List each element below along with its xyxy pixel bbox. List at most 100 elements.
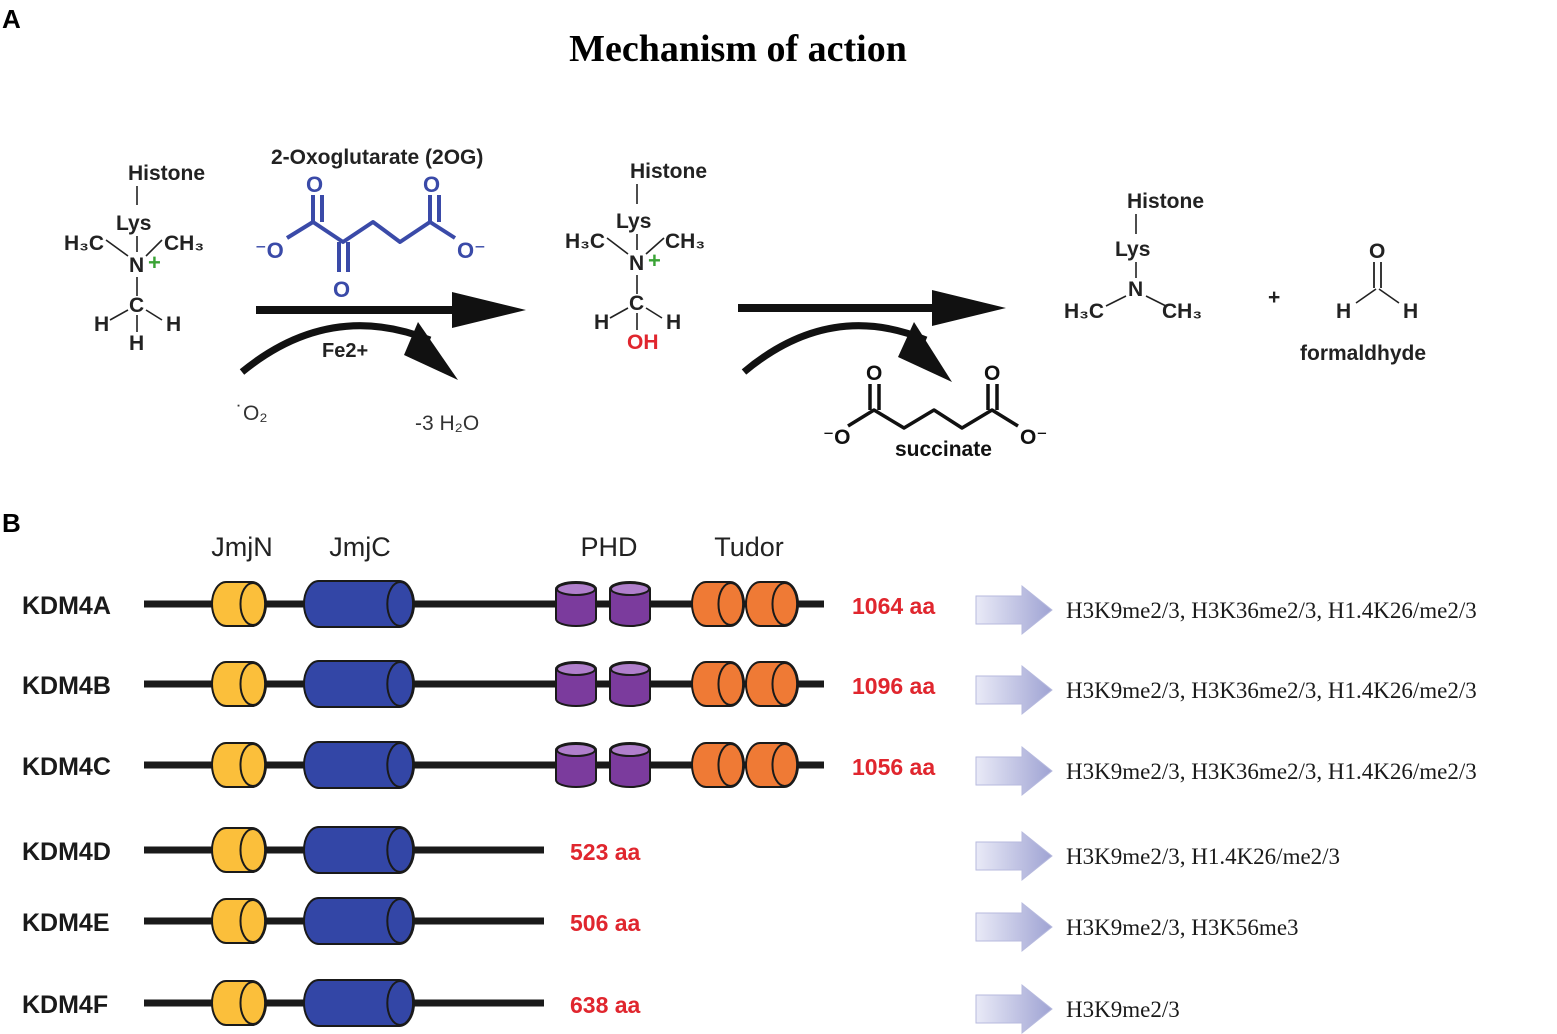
intermediate-histone: Histone bbox=[630, 160, 707, 183]
reactant-lys: Lys bbox=[116, 212, 151, 235]
panel-a-label: A bbox=[2, 4, 21, 34]
phd-domain-1 bbox=[555, 581, 597, 627]
oxoglutarate-o-top-right: O bbox=[423, 172, 440, 197]
substrate-arrow bbox=[975, 664, 1053, 716]
protein-name: KDM4C bbox=[22, 753, 111, 781]
domain-header-tudor: Tudor bbox=[714, 532, 784, 562]
intermediate-oh: OH bbox=[627, 331, 659, 354]
reactant-structure: Histone Lys H₃C CH₃ N + C H H H bbox=[64, 162, 205, 355]
reactant-h-right: H bbox=[166, 313, 181, 336]
substrate-list: H3K9me2/3, H1.4K26/me2/3 bbox=[1066, 844, 1340, 869]
formaldehyde-h-left: H bbox=[1336, 300, 1351, 323]
reaction-metal: Fe2+ bbox=[322, 340, 368, 362]
succinate-structure: O O ⁻O O⁻ succinate bbox=[823, 362, 1047, 461]
reactant-histone: Histone bbox=[128, 162, 205, 185]
substrate-list: H3K9me2/3, H3K36me2/3, H1.4K26/me2/3 bbox=[1066, 759, 1477, 784]
product-lys: Lys bbox=[1115, 238, 1150, 261]
intermediate-plus: + bbox=[648, 248, 661, 273]
jmjn-domain bbox=[211, 827, 267, 873]
jmjn-domain bbox=[211, 980, 267, 1026]
phd-domain-1 bbox=[555, 742, 597, 788]
tudor-domain-1 bbox=[691, 661, 745, 707]
protein-rows: KDM4A 1064 aa H3K9me2/3, H3K36me2/3, H1.4K… bbox=[22, 580, 1477, 1034]
protein-row-kdm4d: KDM4D 523 aa H3K9me2/3, H1.4K26/me2/3 bbox=[22, 826, 1340, 882]
phd-domain-1 bbox=[555, 661, 597, 707]
intermediate-c: C bbox=[629, 292, 644, 315]
substrate-arrow bbox=[975, 901, 1053, 953]
protein-length: 638 aa bbox=[570, 992, 641, 1018]
product-plus: + bbox=[1268, 286, 1280, 309]
oxoglutarate-structure: 2-Oxoglutarate (2OG) O O O ⁻O O⁻ bbox=[255, 146, 486, 302]
intermediate-h-left: H bbox=[594, 311, 609, 334]
reactant-h3c: H₃C bbox=[64, 232, 104, 255]
reactant-c: C bbox=[129, 294, 144, 317]
reactant-h-bottom: H bbox=[129, 332, 144, 355]
intermediate-h-right: H bbox=[666, 311, 681, 334]
reaction-arrow-2 bbox=[738, 290, 1006, 382]
jmjn-domain bbox=[211, 661, 267, 707]
product-structure: Histone Lys N H₃C CH₃ + O H H formaldhyd… bbox=[1064, 190, 1426, 365]
domain-header-phd: PHD bbox=[580, 532, 637, 562]
jmjc-domain bbox=[303, 897, 415, 945]
tudor-domain-1 bbox=[691, 742, 745, 788]
succinate-name: succinate bbox=[895, 438, 992, 461]
oxoglutarate-o-minus-left: ⁻O bbox=[255, 238, 284, 263]
intermediate-h3c: H₃C bbox=[565, 230, 605, 253]
intermediate-structure: Histone Lys H₃C CH₃ N + C H H OH bbox=[565, 160, 707, 354]
jmjc-domain bbox=[303, 826, 415, 874]
jmjc-domain bbox=[303, 979, 415, 1027]
jmjc-domain bbox=[303, 741, 415, 789]
reactant-ch3: CH₃ bbox=[164, 232, 204, 255]
substrate-list: H3K9me2/3 bbox=[1066, 997, 1180, 1022]
protein-length: 523 aa bbox=[570, 839, 641, 865]
jmjc-domain bbox=[303, 580, 415, 628]
reactant-plus: + bbox=[148, 250, 161, 275]
panel-a-title: Mechanism of action bbox=[569, 28, 907, 70]
substrate-arrow bbox=[975, 830, 1053, 882]
intermediate-ch3: CH₃ bbox=[665, 230, 705, 253]
panel-b-label: B bbox=[2, 508, 21, 538]
oxoglutarate-name: 2-Oxoglutarate (2OG) bbox=[271, 146, 483, 169]
protein-length: 1096 aa bbox=[852, 673, 935, 699]
jmjn-domain bbox=[211, 742, 267, 788]
protein-row-kdm4b: KDM4B 1096 aa H3K9me2/3, H3K36me2/3, H1.4K… bbox=[22, 660, 1477, 716]
jmjn-domain bbox=[211, 898, 267, 944]
substrate-list: H3K9me2/3, H3K36me2/3, H1.4K26/me2/3 bbox=[1066, 678, 1477, 703]
reactant-n: N bbox=[129, 254, 144, 277]
reaction-water: -3 H₂O bbox=[415, 412, 479, 435]
protein-name: KDM4A bbox=[22, 592, 111, 620]
protein-name: KDM4B bbox=[22, 672, 111, 700]
succinate-o-minus-left: ⁻O bbox=[823, 426, 850, 449]
reaction-arrow-1: Fe2+ ˙O₂ -3 H₂O bbox=[236, 292, 526, 435]
oxoglutarate-o-minus-right: O⁻ bbox=[457, 238, 486, 263]
protein-length: 1064 aa bbox=[852, 593, 935, 619]
succinate-o-minus-right: O⁻ bbox=[1020, 426, 1047, 449]
substrate-arrow bbox=[975, 745, 1053, 797]
product-histone: Histone bbox=[1127, 190, 1204, 213]
succinate-o-right: O bbox=[984, 362, 1000, 385]
domain-header-jmjc: JmjC bbox=[329, 532, 391, 562]
tudor-domain-2 bbox=[745, 742, 799, 788]
domain-header-jmjn: JmjN bbox=[211, 532, 273, 562]
reactant-h-left: H bbox=[94, 313, 109, 336]
protein-name: KDM4E bbox=[22, 909, 110, 937]
intermediate-lys: Lys bbox=[616, 210, 651, 233]
phd-domain-2 bbox=[609, 661, 651, 707]
formaldehyde-h-right: H bbox=[1403, 300, 1418, 323]
tudor-domain-2 bbox=[745, 581, 799, 627]
jmjn-domain bbox=[211, 581, 267, 627]
tudor-domain-1 bbox=[691, 581, 745, 627]
reaction-oxygen: ˙O₂ bbox=[236, 402, 267, 425]
product-ch3: CH₃ bbox=[1162, 300, 1202, 323]
phd-domain-2 bbox=[609, 742, 651, 788]
product-n: N bbox=[1128, 278, 1143, 301]
substrate-arrow bbox=[975, 584, 1053, 636]
formaldehyde-o: O bbox=[1369, 240, 1385, 263]
panel-a: A Mechanism of action Histone Lys H₃C CH… bbox=[2, 4, 1426, 461]
protein-name: KDM4D bbox=[22, 838, 111, 866]
